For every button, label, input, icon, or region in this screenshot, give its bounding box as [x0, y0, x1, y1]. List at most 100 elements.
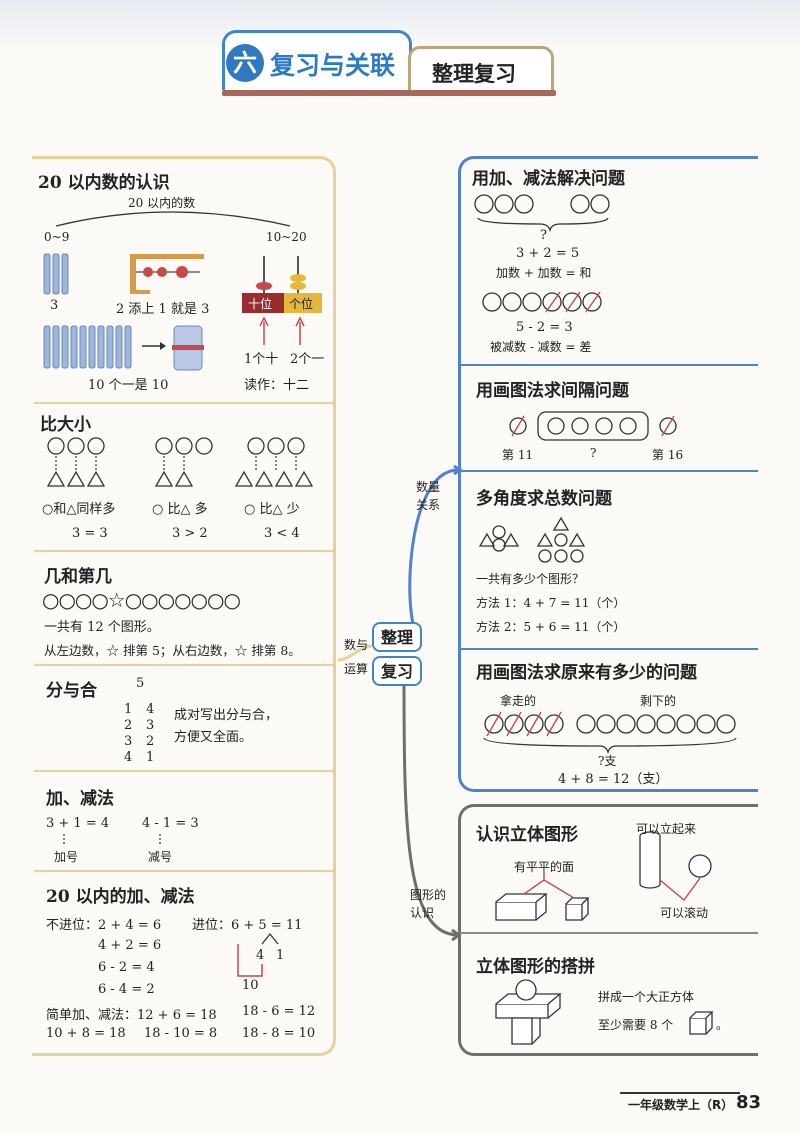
r6-line2: 至少需要 8 个	[598, 1018, 674, 1032]
compare-more: ○ 比△ 多	[152, 502, 208, 517]
r5-roll: 可以滚动	[660, 906, 709, 920]
one-ten: 1个十	[244, 352, 279, 367]
r4-taken: 拿走的	[500, 694, 537, 708]
chapter-number: 六	[226, 44, 264, 82]
split-ten: 10	[242, 978, 259, 993]
r1-question: ?	[540, 228, 547, 243]
divider	[34, 402, 334, 404]
position-desc: 从左边数，☆ 排第 5；从右边数，☆ 排第 8。	[44, 643, 301, 658]
s3-title: 几和第几	[44, 567, 112, 587]
two-ones: 2个一	[290, 352, 325, 367]
r1-eq1: 3 + 2 = 5	[516, 246, 580, 261]
ten-ones-text: 10 个一是 10	[88, 378, 169, 393]
pair-right: 2	[146, 734, 155, 749]
carry: 进位：6 + 5 = 11	[192, 918, 303, 933]
pair-left: 2	[124, 718, 133, 733]
s6-title: 20 以内的加、减法	[46, 887, 195, 907]
plus-sign-label: 加号	[54, 850, 79, 864]
r1-note2: 被减数 - 减数 = 差	[490, 340, 592, 354]
eq-row: 10 + 8 = 18	[46, 1026, 126, 1041]
s2-title: 比大小	[40, 415, 91, 435]
num-three: 3	[50, 298, 59, 313]
divider	[34, 664, 334, 666]
branch-number-ops-2: 运算	[344, 662, 369, 676]
eq-row: 4 + 2 = 6	[98, 938, 162, 953]
add-one-text: 2 添上 1 就是 3	[116, 302, 210, 317]
compare-less: ○ 比△ 少	[244, 502, 300, 517]
r2-q: ?	[590, 446, 597, 460]
r5-stand: 可以立起来	[636, 822, 697, 836]
split-note-1: 成对写出分与合，	[174, 708, 279, 723]
book-label: 一年级数学上（R）	[628, 1098, 734, 1112]
divider	[34, 770, 334, 772]
r3-m2: 方法 2：5 + 6 = 11（个）	[476, 620, 626, 634]
pair-right: 4	[146, 702, 155, 717]
eq-row: 6 - 2 = 4	[98, 960, 155, 975]
compare-equal: ○和△同样多	[42, 502, 116, 517]
right-panel-relations	[458, 156, 758, 792]
r6-line1: 拼成一个大正方体	[598, 990, 695, 1004]
section-title: 整理复习	[432, 62, 516, 86]
sub-eq: 4 - 1 = 3	[142, 816, 199, 831]
split-part: 4	[256, 948, 265, 963]
eq-greater: 3 > 2	[172, 526, 208, 541]
r1-note1: 加数 + 加数 = 和	[496, 266, 592, 280]
r3-m1: 方法 1：4 + 7 = 11（个）	[476, 596, 626, 610]
no-carry: 不进位：2 + 4 = 6	[46, 918, 162, 933]
section-tab	[408, 46, 554, 90]
r1-eq2: 5 - 2 = 3	[516, 320, 573, 335]
divider	[460, 364, 758, 366]
eq-less: 3 < 4	[264, 526, 300, 541]
divider	[34, 550, 334, 552]
simple-eq: 简单加、减法：12 + 6 = 18	[46, 1008, 217, 1023]
eq-row: 6 - 4 = 2	[98, 982, 155, 997]
center-node-top: 整理	[372, 622, 422, 652]
s4-title: 分与合	[46, 681, 97, 701]
range-right: 10~20	[266, 230, 307, 244]
shape-sequence: ○○○○☆○○○○○○○	[42, 588, 241, 612]
r2-left: 第 11	[502, 448, 534, 462]
eq-row: 18 - 6 = 12	[242, 1004, 316, 1019]
right-panel-shapes	[458, 804, 758, 1056]
pair-left: 4	[124, 750, 133, 765]
divider	[460, 470, 758, 472]
tens-place: 十位	[248, 297, 273, 311]
branch-relations: 数量	[416, 480, 441, 494]
pair-right: 3	[146, 718, 155, 733]
left-panel	[32, 156, 336, 1056]
divider	[460, 648, 758, 650]
divider	[460, 932, 758, 934]
reading: 读作：十二	[244, 378, 310, 393]
r6-period: 。	[716, 1018, 729, 1032]
r6-title: 立体图形的搭拼	[476, 957, 595, 977]
pair-right: 1	[146, 750, 155, 765]
r5-flat: 有平平的面	[514, 860, 575, 874]
split-note-2: 方便又全面。	[174, 730, 253, 745]
r2-right: 第 16	[652, 448, 684, 462]
range-left: 0~9	[44, 230, 70, 244]
branch-number-ops: 数与	[344, 638, 369, 652]
add-eq: 3 + 1 = 4	[46, 816, 110, 831]
pair-left: 3	[124, 734, 133, 749]
footer-rule	[620, 1092, 740, 1094]
branch-relations-2: 关系	[416, 498, 441, 512]
center-node-bottom: 复习	[372, 656, 422, 686]
r2-title: 用画图法求间隔问题	[476, 381, 629, 401]
eq-row: 18 - 10 = 8	[144, 1026, 218, 1041]
eq-equal: 3 = 3	[72, 526, 108, 541]
eq-row: 18 - 8 = 10	[242, 1026, 316, 1041]
page-number: 83	[736, 1092, 762, 1113]
s5-title: 加、减法	[46, 789, 114, 809]
split-part: 1	[276, 948, 285, 963]
pair-left: 1	[124, 702, 133, 717]
r4-eq: 4 + 8 = 12（支）	[558, 772, 669, 787]
divider	[34, 870, 334, 872]
r3-ask: 一共有多少个图形？	[476, 572, 585, 586]
s1-title: 20 以内数的认识	[38, 173, 170, 193]
r4-q: ?支	[598, 754, 617, 768]
r4-left: 剩下的	[640, 694, 677, 708]
minus-sign-label: 减号	[148, 850, 173, 864]
r4-title: 用画图法求原来有多少的问题	[476, 663, 697, 683]
branch-shapes: 图形的	[410, 888, 447, 902]
